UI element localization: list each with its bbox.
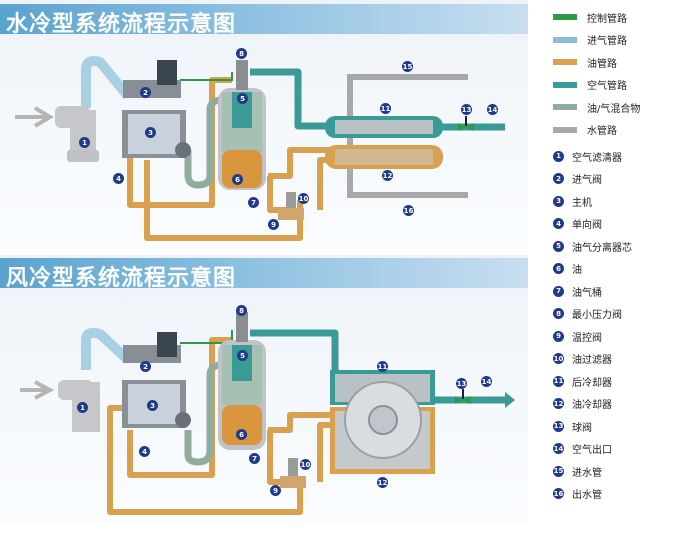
water-cooled-title-band: 水冷型系统流程示意图	[0, 4, 528, 37]
intake-air-line	[81, 327, 132, 370]
control-line	[180, 72, 233, 81]
legend-item-air: 空气管路	[553, 74, 683, 97]
badge-3: 3	[145, 127, 156, 138]
badge-9: 9	[268, 219, 279, 230]
oil-separator-tank	[218, 312, 266, 450]
oil-air-line	[184, 96, 240, 189]
badge-4: 4	[113, 173, 124, 184]
badge-16: 16	[403, 205, 414, 216]
inlet-valve-solenoid	[157, 60, 177, 85]
badge-15: 15	[402, 61, 413, 72]
compressor-main-unit	[122, 80, 191, 158]
air-cooled-diagram	[20, 312, 515, 515]
badge-10: 10	[298, 193, 309, 204]
badge-7: 7	[249, 453, 260, 464]
badge-13: 13	[456, 378, 467, 389]
badge-12: 12	[382, 170, 393, 181]
badge-2: 2	[140, 87, 151, 98]
oil-filter	[288, 458, 298, 478]
compressor-main-unit	[122, 345, 191, 428]
legend-swatch	[553, 14, 577, 21]
badge-5: 5	[237, 93, 248, 104]
water-cooled-diagram	[15, 56, 505, 241]
air-outlet-arrow-icon	[505, 392, 515, 408]
intake-air-line	[81, 56, 132, 108]
badge-8: 8	[236, 305, 247, 316]
badge-8: 8	[236, 48, 247, 59]
legend-swatch	[553, 36, 577, 43]
badge-5: 5	[237, 350, 248, 361]
legend-item-oil: 油管路	[553, 51, 683, 74]
badge-4: 4	[139, 446, 150, 457]
badge-1: 1	[77, 402, 88, 413]
after-cooler	[325, 116, 443, 138]
legend-swatch	[553, 59, 577, 66]
oil-cooler	[325, 145, 443, 169]
badge-9: 9	[270, 485, 281, 496]
legend-swatch	[553, 81, 577, 88]
intake-arrow-icon	[20, 380, 55, 400]
cooling-fan-icon	[344, 381, 422, 459]
legend-swatch	[553, 104, 577, 111]
air-filter	[58, 380, 100, 432]
badge-11: 11	[377, 361, 388, 372]
thermostatic-valve	[280, 476, 306, 488]
badge-14: 14	[481, 376, 492, 387]
badge-6: 6	[236, 429, 247, 440]
badge-6: 6	[232, 174, 243, 185]
legend-swatch	[553, 126, 577, 133]
legend-item-intake: 进气管路	[553, 29, 683, 52]
air-filter	[55, 106, 99, 162]
badge-3: 3	[147, 400, 158, 411]
legend-item-water: 水管路	[553, 119, 683, 142]
pipe-legend: 控制管路 进气管路 油管路 空气管路 油/气混合物 水管路	[553, 6, 683, 141]
badge-13: 13	[461, 104, 472, 115]
ball-valve-icon	[455, 389, 471, 404]
oil-separator-tank	[218, 60, 266, 190]
badge-11: 11	[380, 103, 391, 114]
air-cooled-title-band: 风冷型系统流程示意图	[0, 258, 528, 291]
badge-1: 1	[79, 137, 90, 148]
intake-arrow-icon	[15, 106, 54, 128]
inlet-valve-solenoid	[157, 332, 177, 357]
legend-item-oil-air: 油/气混合物	[553, 96, 683, 119]
badge-7: 7	[248, 197, 259, 208]
thermostatic-valve	[278, 208, 304, 220]
badge-10: 10	[300, 459, 311, 470]
oil-air-line	[184, 361, 240, 466]
water-cooled-title: 水冷型系统流程示意图	[6, 12, 237, 37]
badge-2: 2	[140, 361, 151, 372]
air-cooled-title: 风冷型系统流程示意图	[6, 266, 237, 291]
oil-filter	[286, 192, 296, 210]
legend-item-control: 控制管路	[553, 6, 683, 29]
badge-12: 12	[377, 477, 388, 488]
ball-valve-icon	[458, 116, 474, 131]
badge-14: 14	[487, 104, 498, 115]
